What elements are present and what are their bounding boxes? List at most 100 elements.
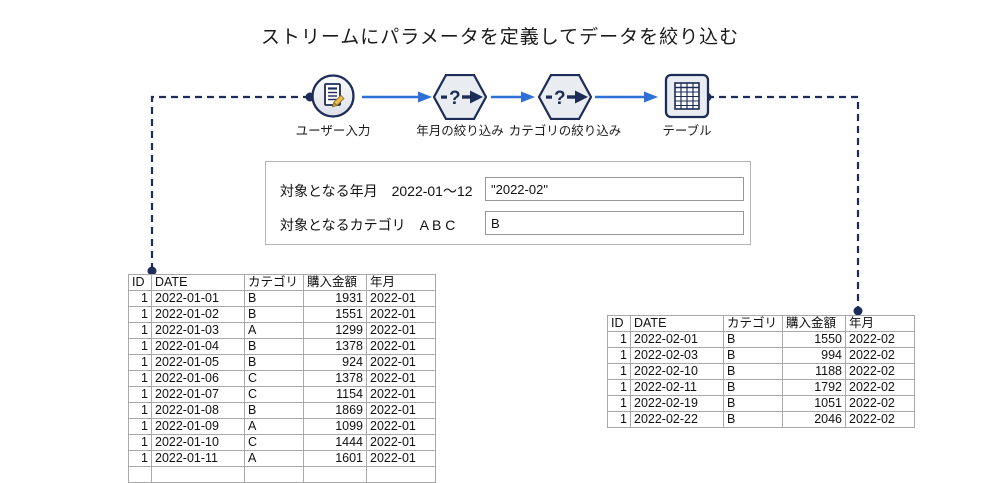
table-cell: 2022-01: [366, 322, 436, 339]
table-cell: 1099: [303, 418, 367, 435]
table-cell: 2022-01-06: [151, 370, 245, 387]
table-cell: 1: [128, 450, 152, 467]
table-cell: 2022-02-19: [630, 395, 724, 412]
table-cell: 2022-01: [366, 418, 436, 435]
table-cell: 2022-01: [366, 290, 436, 307]
column-header: カテゴリ: [244, 274, 304, 291]
parameter-panel: 対象となる年月 2022-01〜12 対象となるカテゴリ A B C: [265, 161, 751, 245]
column-header: 購入金額: [782, 315, 846, 332]
table-cell: B: [723, 411, 783, 428]
link-dot: [853, 306, 863, 316]
table-cell: 1: [128, 418, 152, 435]
node-select-category[interactable]: ?: [538, 74, 592, 120]
table-cell: B: [723, 379, 783, 396]
param-label-category: 対象となるカテゴリ A B C: [280, 217, 456, 233]
table-cell: B: [723, 363, 783, 380]
table-cell: B: [244, 290, 304, 307]
table-cell: 1550: [782, 331, 846, 348]
node-table-output[interactable]: [664, 73, 710, 119]
node-user-input[interactable]: [310, 73, 356, 119]
table-cell: 2022-02-03: [630, 347, 724, 364]
table-cell: 2022-01-01: [151, 290, 245, 307]
node-label-select-category: カテゴリの絞り込み: [508, 124, 622, 138]
table-cell: [128, 466, 152, 483]
table-cell: 1: [128, 290, 152, 307]
param-label-yearmonth: 対象となる年月 2022-01〜12: [280, 183, 473, 199]
table-cell: B: [723, 347, 783, 364]
table-cell: A: [244, 322, 304, 339]
table-grid-icon: [664, 73, 710, 119]
param-input-yearmonth[interactable]: [485, 177, 744, 201]
flow-arrow: [491, 91, 535, 103]
table-cell: B: [244, 402, 304, 419]
table-cell: 2022-02: [845, 411, 915, 428]
table-cell: 1051: [782, 395, 846, 412]
select-question-arrow-icon: ?: [538, 74, 592, 120]
table-cell: 2022-01: [366, 354, 436, 371]
table-cell: 2022-01: [366, 402, 436, 419]
table-cell: [244, 466, 304, 483]
table-cell: 2022-01-07: [151, 386, 245, 403]
table-row: [128, 466, 436, 483]
table-cell: 1: [128, 386, 152, 403]
param-input-category[interactable]: [485, 211, 744, 235]
page-title: ストリームにパラメータを定義してデータを絞り込む: [260, 27, 740, 48]
table-cell: 2022-02: [845, 363, 915, 380]
column-header: DATE: [630, 315, 724, 332]
table-cell: 2022-02-11: [630, 379, 724, 396]
node-label-select-yearmonth: 年月の絞り込み: [416, 124, 504, 138]
table-cell: C: [244, 434, 304, 451]
connectors-layer: [147, 91, 863, 316]
table-cell: 1: [128, 322, 152, 339]
table-cell: 924: [303, 354, 367, 371]
table-cell: 1: [128, 370, 152, 387]
table-cell: 2022-01-05: [151, 354, 245, 371]
table-cell: 1931: [303, 290, 367, 307]
link-dot: [147, 266, 157, 276]
table-cell: 1551: [303, 306, 367, 323]
table-cell: 1299: [303, 322, 367, 339]
table-cell: 2022-01: [366, 338, 436, 355]
table-cell: 2022-01-11: [151, 450, 245, 467]
table-cell: 1188: [782, 363, 846, 380]
table-cell: 2022-02: [845, 379, 915, 396]
table-cell: B: [723, 395, 783, 412]
column-header: 購入金額: [303, 274, 367, 291]
table-cell: 1: [607, 363, 631, 380]
table-cell: 2022-02: [845, 347, 915, 364]
column-header: 年月: [366, 274, 436, 291]
table-cell: 2022-01: [366, 370, 436, 387]
table-cell: 1444: [303, 434, 367, 451]
table-cell: B: [244, 306, 304, 323]
table-cell: 1: [607, 395, 631, 412]
svg-text:?: ?: [554, 88, 566, 109]
table-cell: [303, 466, 367, 483]
flow-arrow: [362, 91, 432, 103]
table-cell: 2022-02: [845, 395, 915, 412]
node-label-user-input: ユーザー入力: [295, 124, 371, 138]
table-cell: 2022-01: [366, 450, 436, 467]
table-cell: 2022-01-02: [151, 306, 245, 323]
document-pencil-icon: [311, 74, 355, 118]
table-cell: 2022-01-10: [151, 434, 245, 451]
svg-text:?: ?: [449, 88, 461, 109]
table-cell: 1869: [303, 402, 367, 419]
node-select-yearmonth[interactable]: ?: [433, 74, 487, 120]
table-cell: C: [244, 370, 304, 387]
